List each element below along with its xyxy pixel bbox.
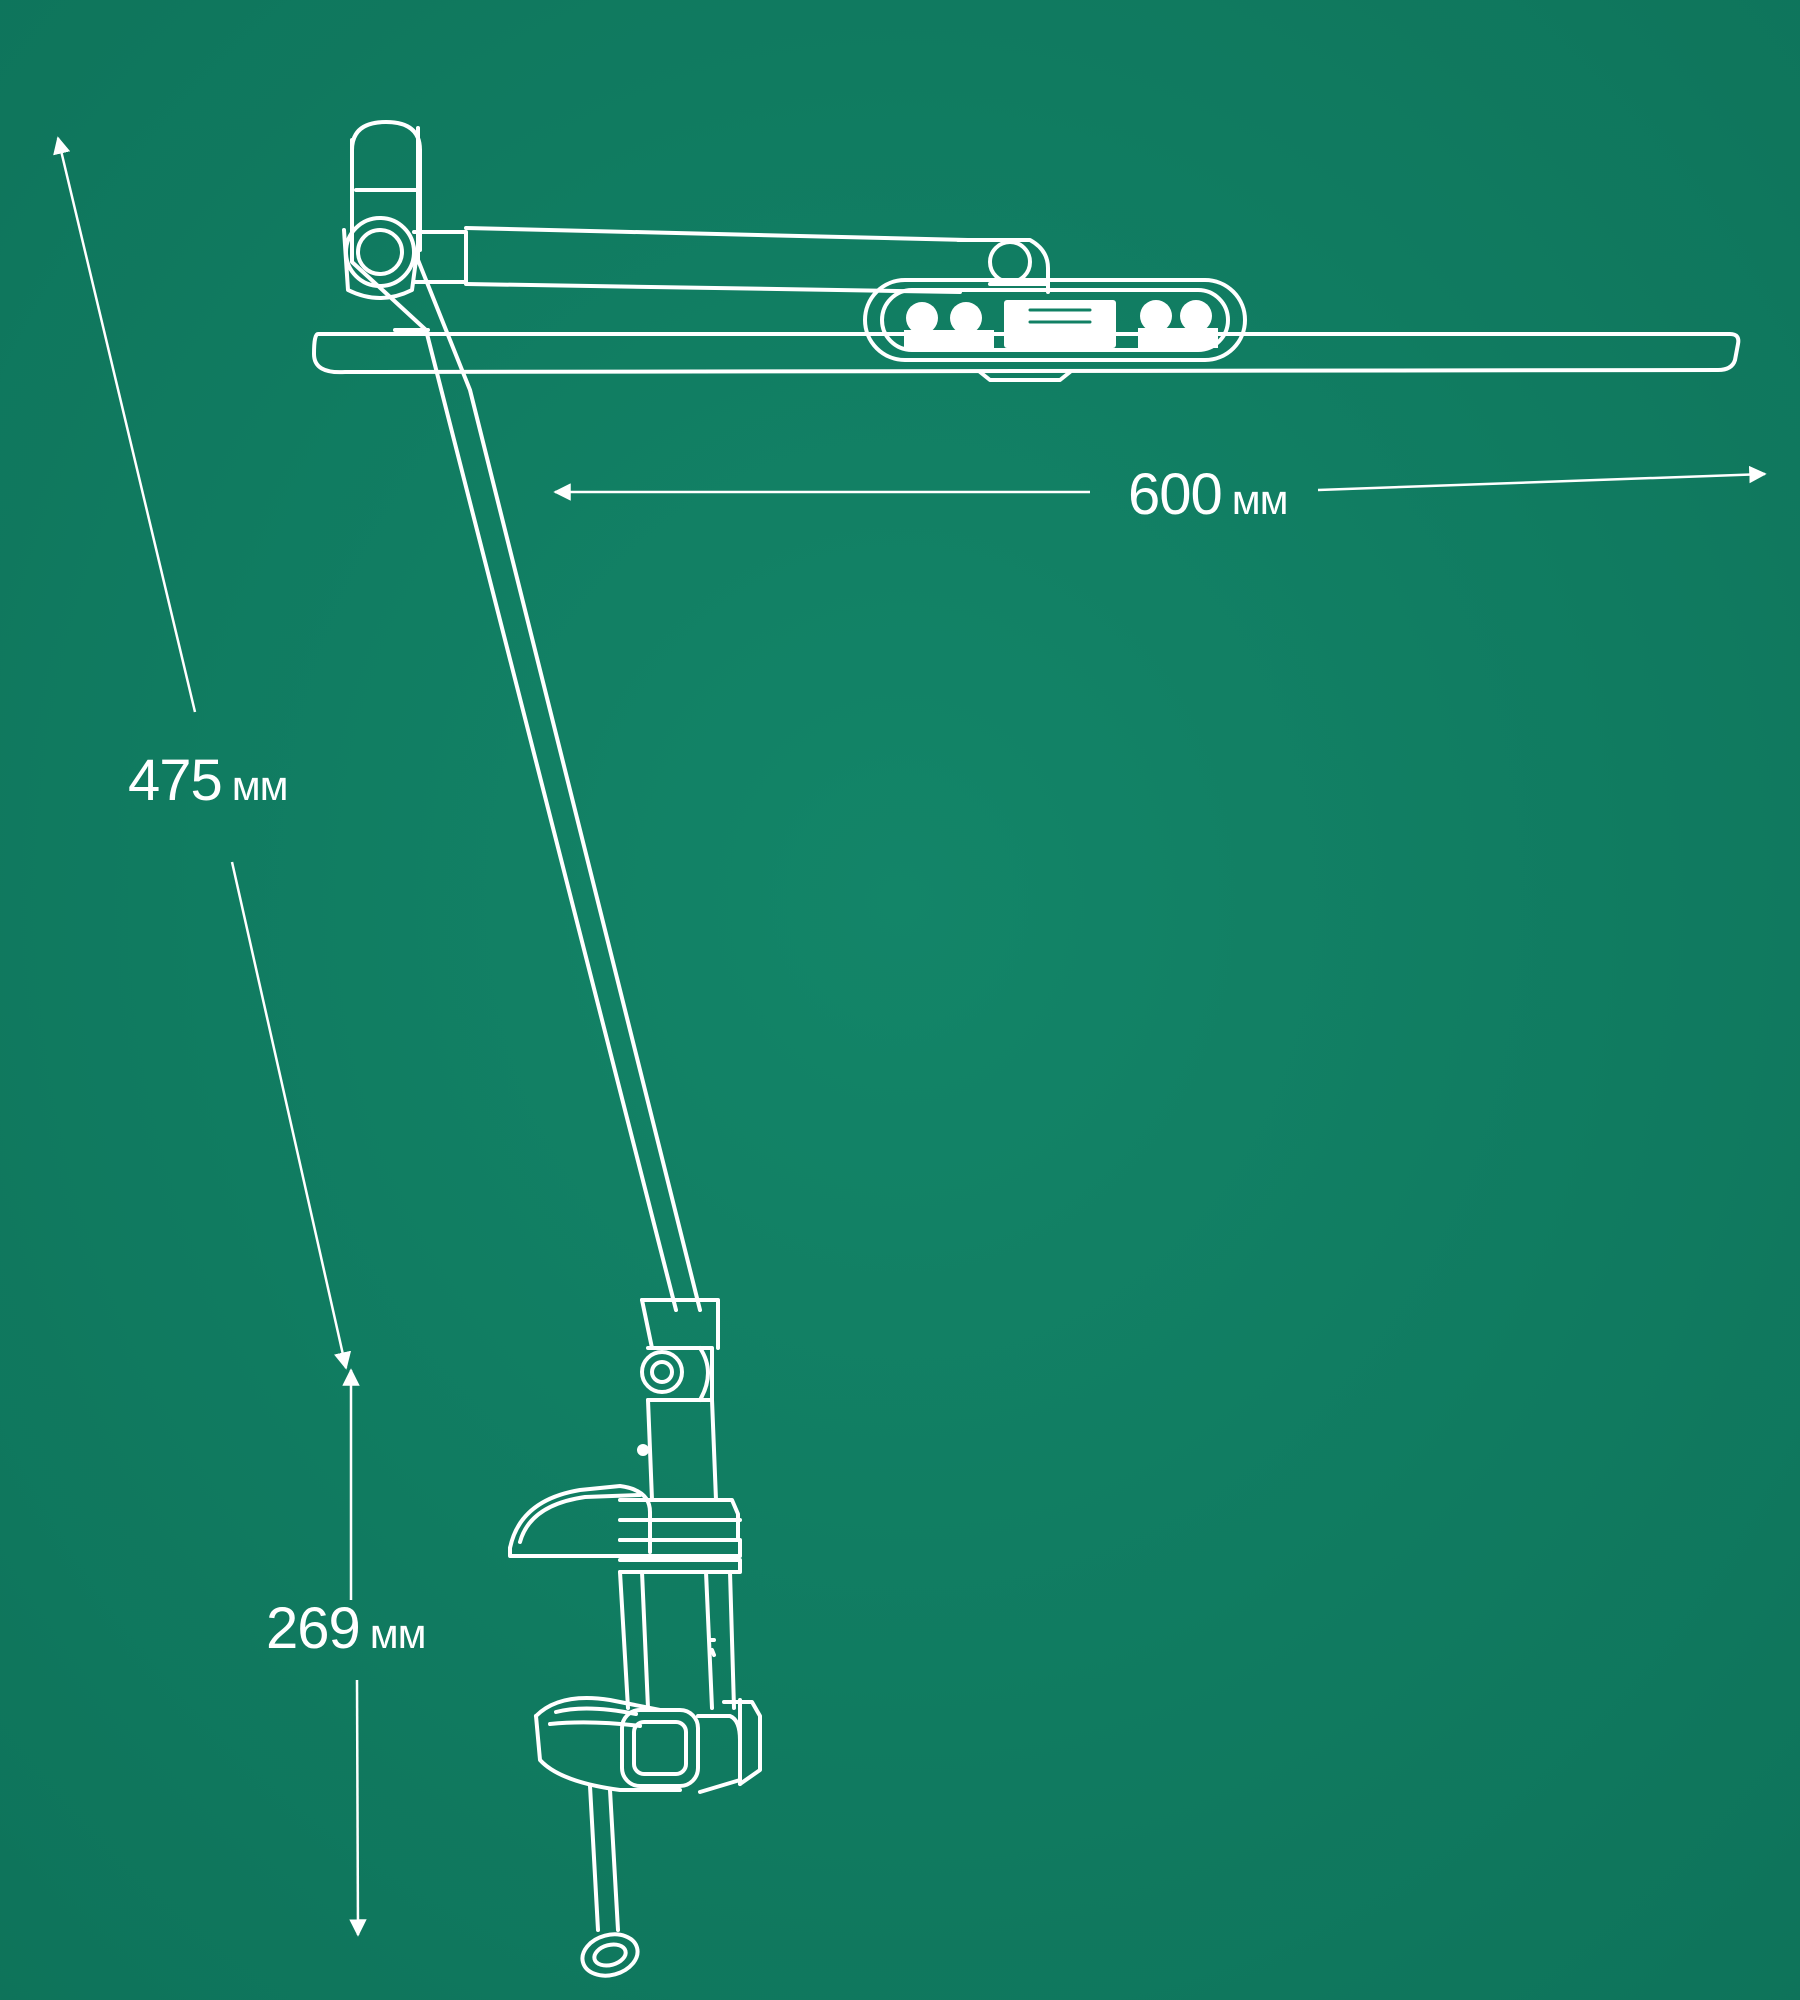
lamp-control-panel xyxy=(863,278,1247,362)
clamp-top-plate xyxy=(508,1484,742,1574)
width-dimension-line-right xyxy=(1317,465,1767,492)
clamp-screw xyxy=(580,1784,640,1978)
lamp-stem xyxy=(637,1398,718,1502)
clamp-dimension-line-lower xyxy=(349,1679,367,1937)
lamp-top-knuckle xyxy=(342,120,468,300)
height-dimension-line-lower xyxy=(230,861,352,1370)
lamp-light-bar xyxy=(312,332,1741,382)
clamp-body xyxy=(618,1570,736,1710)
dimension-lines xyxy=(53,136,1767,1937)
height-dimension-line-upper xyxy=(53,136,197,713)
clamp-lower-jaw xyxy=(534,1696,762,1794)
desk-lamp-illustration xyxy=(312,120,1741,1978)
lamp-lower-joint xyxy=(640,1346,714,1402)
